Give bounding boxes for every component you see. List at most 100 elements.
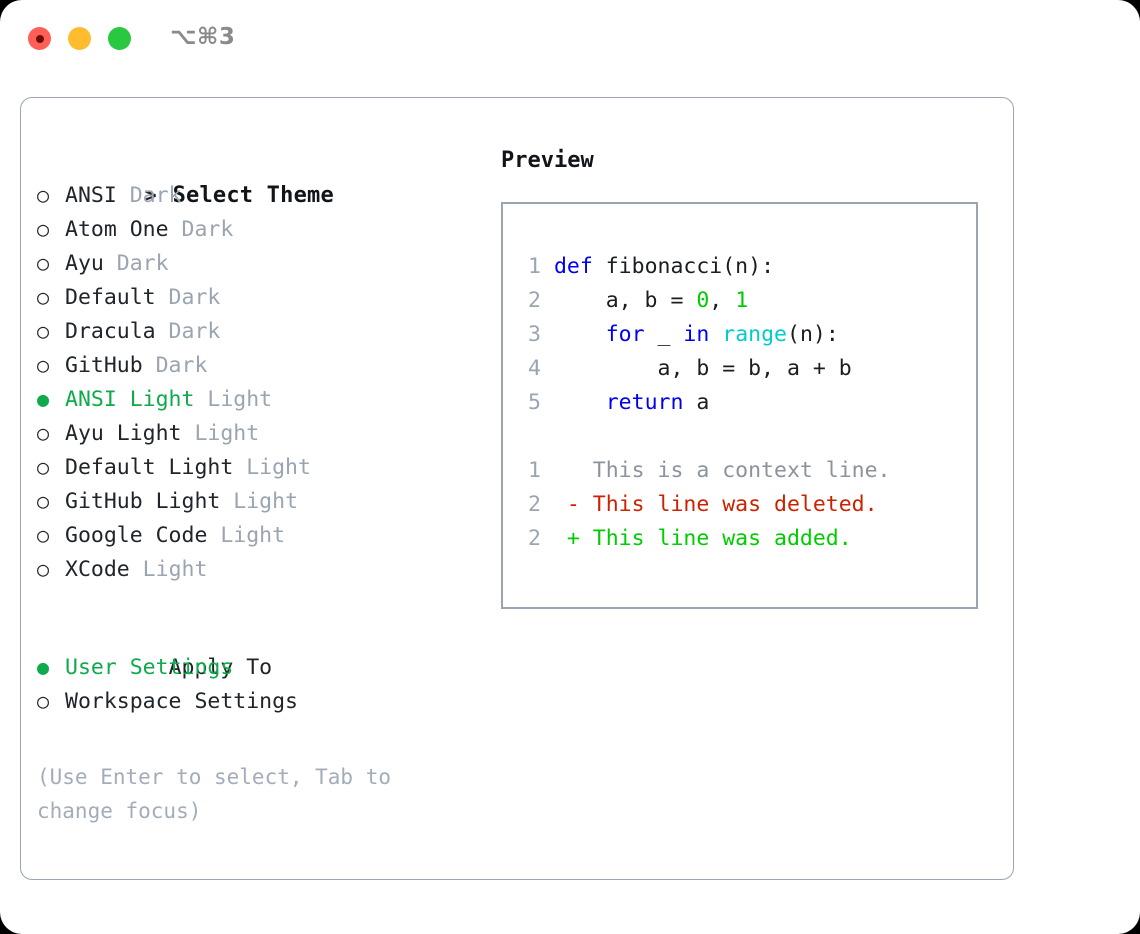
radio-unselected-icon: ○: [37, 489, 50, 513]
theme-option-label: GitHub: [65, 353, 143, 378]
theme-option-github-light[interactable]: ○ GitHub Light Light: [37, 484, 487, 518]
diff-sign: +: [566, 526, 580, 551]
radio-unselected-icon: ○: [37, 455, 50, 479]
theme-option-label: Atom One: [65, 217, 169, 242]
minimize-button[interactable]: [68, 27, 91, 50]
apply-to-option-label: Workspace Settings: [65, 689, 298, 714]
select-theme-heading-label: Select Theme: [172, 183, 334, 208]
theme-option-kind: Light: [181, 421, 260, 446]
diff-text: This line was deleted.: [579, 492, 878, 517]
code-line: 3 for _ in range(n):: [515, 318, 891, 352]
theme-list: ○ANSI Dark○Atom One Dark○Ayu Dark○Defaul…: [37, 178, 487, 586]
theme-option-kind: Dark: [168, 217, 234, 242]
theme-option-kind: Dark: [155, 319, 221, 344]
radio-selected-icon: ●: [37, 655, 50, 679]
theme-option-default[interactable]: ○ Default Dark: [37, 280, 487, 314]
theme-option-ayu[interactable]: ○Ayu Dark: [37, 246, 487, 280]
theme-option-default-light[interactable]: ○ Default Light Light: [37, 450, 487, 484]
radio-unselected-icon: ○: [37, 183, 50, 207]
theme-option-kind: Dark: [155, 285, 221, 310]
code-token: [709, 322, 722, 347]
code-line: 5 return a: [515, 386, 891, 420]
close-button[interactable]: [28, 27, 51, 50]
code-line: 4 a, b = b, a + b: [515, 352, 891, 386]
theme-option-ansi-light[interactable]: ● ANSI Light Light: [37, 382, 487, 416]
code-line: 1 def fibonacci(n):: [515, 250, 891, 284]
theme-option-label: GitHub Light: [65, 489, 221, 514]
code-token: in: [683, 322, 710, 347]
diff-line: 1 This is a context line.: [515, 454, 891, 488]
code-token: a, b = b, a + b: [553, 356, 852, 381]
line-number: 1: [528, 254, 541, 279]
diff-lines: 1 This is a context line.2 - This line w…: [515, 454, 891, 556]
preview-heading: Preview: [501, 148, 594, 173]
theme-option-xcode[interactable]: ○ XCode Light: [37, 552, 487, 586]
theme-option-label: Ayu Light: [65, 421, 182, 446]
code-token: a, b =: [553, 288, 697, 313]
radio-selected-icon: ●: [37, 387, 50, 411]
apply-to-option-user-settings[interactable]: ● User Settings: [37, 650, 487, 684]
theme-option-label: ANSI: [65, 183, 117, 208]
code-token: fibonacci(n):: [605, 254, 775, 279]
theme-option-label: Google Code: [65, 523, 208, 548]
theme-option-dracula[interactable]: ○ Dracula Dark: [37, 314, 487, 348]
maximize-button[interactable]: [108, 27, 131, 50]
content-panel: >Select Theme ○ANSI Dark○Atom One Dark○A…: [20, 97, 1014, 880]
radio-unselected-icon: ○: [37, 285, 50, 309]
apply-to-option-label: User Settings: [65, 655, 234, 680]
theme-option-google-code[interactable]: ○ Google Code Light: [37, 518, 487, 552]
code-token: a: [683, 390, 710, 415]
diff-sign: -: [566, 492, 580, 517]
prompt-caret-icon: >: [144, 183, 157, 207]
theme-option-kind: Light: [220, 489, 299, 514]
theme-option-kind: Light: [207, 523, 286, 548]
theme-option-label: Default Light: [65, 455, 234, 480]
diff-line: 2 - This line was deleted.: [515, 488, 891, 522]
diff-sign: [567, 458, 580, 483]
theme-option-github[interactable]: ○ GitHub Dark: [37, 348, 487, 382]
apply-to-heading-label: Apply To: [168, 655, 273, 680]
theme-option-label: Ayu: [65, 251, 104, 276]
line-number: 2: [528, 526, 541, 551]
code-preview: 1 def fibonacci(n): 2 a, b = 0, 1 3 for _ …: [515, 250, 891, 556]
theme-option-kind: Light: [194, 387, 273, 412]
radio-unselected-icon: ○: [37, 523, 50, 547]
theme-option-label: Dracula: [65, 319, 156, 344]
apply-to-list: ● User Settings ○ Workspace Settings: [37, 650, 487, 718]
diff-text: This line was added.: [579, 526, 852, 551]
line-number: 4: [528, 356, 541, 381]
theme-option-label: ANSI Light: [65, 387, 195, 412]
keyboard-hint-text: (Use Enter to select, Tab to change focu…: [37, 765, 404, 823]
line-number: 3: [528, 322, 541, 347]
theme-option-kind: Dark: [142, 353, 208, 378]
theme-option-label: Default: [65, 285, 156, 310]
apply-to-heading: ○Apply To: [37, 616, 487, 680]
code-token: def: [553, 254, 606, 279]
line-number: 5: [528, 390, 541, 415]
radio-unselected-icon: ○: [37, 319, 50, 343]
code-token: for: [605, 322, 645, 347]
code-token: ,: [709, 288, 736, 313]
code-token: [554, 322, 606, 347]
code-token: range: [722, 322, 787, 347]
theme-option-kind: Light: [233, 455, 311, 480]
keyboard-shortcut-label: ⌥⌘3: [170, 24, 236, 50]
theme-option-kind: Light: [129, 557, 208, 582]
radio-unselected-icon: ○: [37, 353, 50, 377]
radio-unselected-icon: ○: [37, 557, 50, 581]
radio-unselected-icon: ○: [37, 689, 50, 713]
line-number: 2: [528, 288, 541, 313]
select-theme-heading: > Select Theme: [37, 144, 487, 208]
diff-text: This is a context line.: [579, 458, 891, 483]
diff-line: 2 + This line was added.: [515, 522, 891, 556]
theme-option-ayu-light[interactable]: ○Ayu Light Light: [37, 416, 487, 450]
theme-option-label: XCode: [65, 557, 130, 582]
code-token: _: [644, 322, 684, 347]
theme-option-atom-one[interactable]: ○Atom One Dark: [37, 212, 487, 246]
apply-to-option-workspace-settings[interactable]: ○ Workspace Settings: [37, 684, 487, 718]
code-lines: 1 def fibonacci(n): 2 a, b = 0, 1 3 for _ …: [515, 250, 891, 420]
code-token: return: [605, 390, 684, 415]
theme-option-ansi[interactable]: ○ANSI Dark: [37, 178, 487, 212]
code-token: 0: [696, 288, 710, 313]
